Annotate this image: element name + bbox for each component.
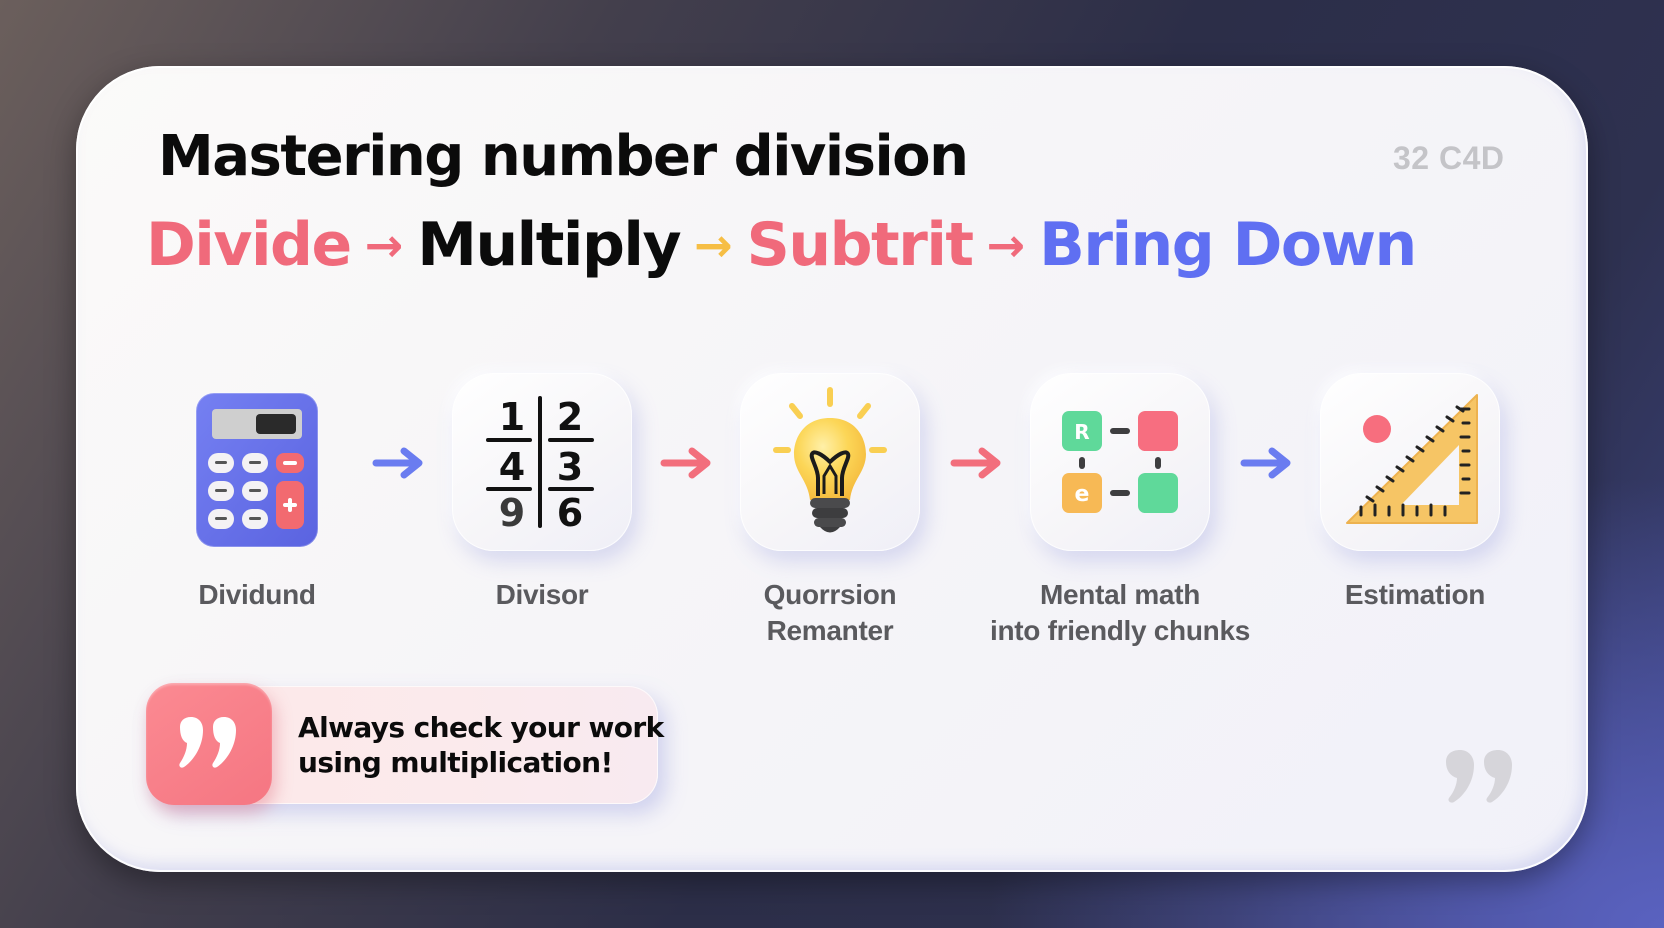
quote-icon [146, 683, 272, 805]
svg-text:4: 4 [499, 445, 525, 489]
set-square-ruler-icon [1346, 394, 1478, 524]
version-badge: 32 C4D [1393, 140, 1505, 176]
calculator-icon [194, 391, 320, 549]
item-label-mental-math: Mental math into friendly chunks [989, 579, 1251, 646]
svg-text:2: 2 [557, 395, 583, 439]
estimation-tile [1320, 373, 1500, 551]
flow-arrow-icon [1240, 447, 1291, 479]
step-divide: Divide [146, 210, 352, 280]
flow-arrow-icon [372, 447, 423, 479]
chunk-blocks-tile: R e [1030, 373, 1210, 551]
divisor-tile: 1 2 4 3 9 6 [452, 373, 632, 551]
item-label-quotient-remainder: Quorrsion Remanter [763, 579, 897, 646]
step-arrow-icon: → [364, 218, 404, 272]
item-label-estimation: Estimation [1344, 579, 1486, 610]
step-arrow-icon: → [986, 218, 1026, 272]
svg-text:3: 3 [557, 445, 583, 489]
svg-text:9: 9 [499, 491, 525, 532]
quote-mark-icon [1446, 750, 1512, 803]
step-arrow-icon: → [694, 218, 733, 272]
svg-text:1: 1 [499, 395, 525, 439]
chunk-blocks-icon: R e [1062, 411, 1178, 513]
lightbulb-tile [740, 373, 920, 551]
step-multiply: Multiply [417, 210, 681, 280]
item-label-dividend: Dividund [198, 579, 316, 610]
step-subtract: Subtrit [746, 210, 974, 280]
item-label-divisor: Divisor [495, 579, 589, 610]
flow-arrow-icon [660, 447, 711, 479]
svg-text:e: e [1075, 482, 1090, 507]
step-bring-down: Bring Down [1039, 210, 1417, 280]
svg-text:6: 6 [557, 491, 583, 532]
lightbulb-icon [773, 387, 887, 533]
fraction-grid-icon: 1 2 4 3 9 6 [486, 395, 594, 532]
division-steps: Divide → Multiply → Subtrit → Bring Down [146, 210, 1417, 280]
slide-title: Mastering number division [158, 124, 969, 189]
flow-arrow-icon [950, 447, 1001, 479]
svg-text:R: R [1074, 420, 1089, 444]
tip-text: Always check your work using multiplicat… [298, 711, 664, 779]
